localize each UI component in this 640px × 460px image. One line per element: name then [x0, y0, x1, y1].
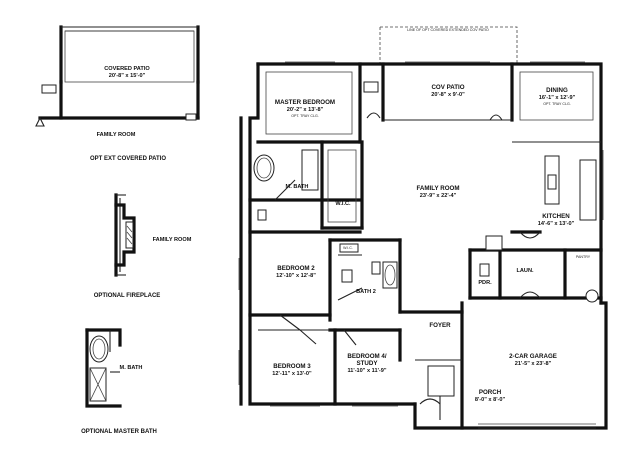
covered-patio-label: COVERED PATIO	[104, 66, 150, 72]
option-covered-patio: COVERED PATIO 20'-8" x 15'-0" FAMILY ROO…	[35, 25, 200, 162]
pantry-label: PANTRY	[576, 255, 591, 259]
fireplace-caption: OPTIONAL FIREPLACE	[94, 293, 161, 299]
cov-patio-dims: 20'-8" x 9'-0"	[431, 92, 465, 98]
fireplace-family-room-label: FAMILY ROOM	[153, 237, 192, 243]
kitchen-dims: 14'-6" x 13'-0"	[538, 221, 575, 227]
option-master-bath: M. BATH OPTIONAL MASTER BATH	[81, 328, 157, 435]
dining-label: DINING	[546, 87, 568, 94]
option-fireplace: FAMILY ROOM OPTIONAL FIREPLACE	[94, 193, 192, 299]
covered-patio-dims: 20'-8" x 15'-0"	[109, 73, 146, 79]
porch-label: PORCH	[479, 389, 502, 396]
family-room-label: FAMILY ROOM	[417, 185, 460, 192]
porch-dims: 8'-0" x 8'-0"	[475, 397, 506, 403]
master-bath-caption: OPTIONAL MASTER BATH	[81, 429, 157, 435]
walk-in-closet-label: W.I.C.	[335, 201, 351, 207]
dining-note: OPT. TRAY CLG.	[543, 102, 571, 106]
bedroom-3-dims: 12'-11" x 13'-0"	[272, 371, 312, 377]
master-bedroom-note: OPT. TRAY CLG.	[291, 114, 319, 118]
wic-small-label: W.I.C.	[343, 246, 353, 250]
master-bath-label: M. BATH	[286, 184, 309, 190]
bedroom-2-label: BEDROOM 2	[277, 265, 315, 272]
master-bedroom-dims: 20'-2" x 13'-8"	[287, 107, 324, 113]
bath-2-label: BATH 2	[356, 289, 376, 295]
main-floor-plan: LINE OF OPT COVERED EXTENDED COV PATIO	[238, 26, 608, 430]
garage-label: 2-CAR GARAGE	[509, 353, 557, 360]
kitchen-label: KITCHEN	[542, 213, 570, 220]
bedroom-2-dims: 12'-10" x 12'-8"	[276, 273, 316, 279]
laundry-label: LAUN.	[516, 268, 534, 274]
bedroom-4-label: BEDROOM 4/	[347, 353, 386, 360]
foyer-label: FOYER	[429, 322, 451, 329]
family-room-dims: 23'-9" x 22'-4"	[420, 193, 457, 199]
option-master-bath-label: M. BATH	[120, 365, 143, 371]
bedroom-4-label-line2: STUDY	[357, 360, 379, 367]
cov-patio-label: COV PATIO	[431, 84, 464, 91]
opt-patio-line-note: LINE OF OPT COVERED EXTENDED COV PATIO	[407, 28, 489, 32]
bedroom-3-label: BEDROOM 3	[273, 363, 311, 370]
covered-patio-caption: OPT EXT COVERED PATIO	[90, 156, 166, 162]
master-bedroom-label: MASTER BEDROOM	[275, 99, 335, 106]
dining-dims: 16'-1" x 12'-9"	[539, 95, 576, 101]
covered-patio-family-room-label: FAMILY ROOM	[97, 132, 136, 138]
powder-label: PDR.	[478, 280, 492, 286]
bedroom-4-dims: 11'-10" x 11'-9"	[347, 368, 386, 374]
garage-dims: 21'-5" x 23'-8"	[515, 361, 552, 367]
